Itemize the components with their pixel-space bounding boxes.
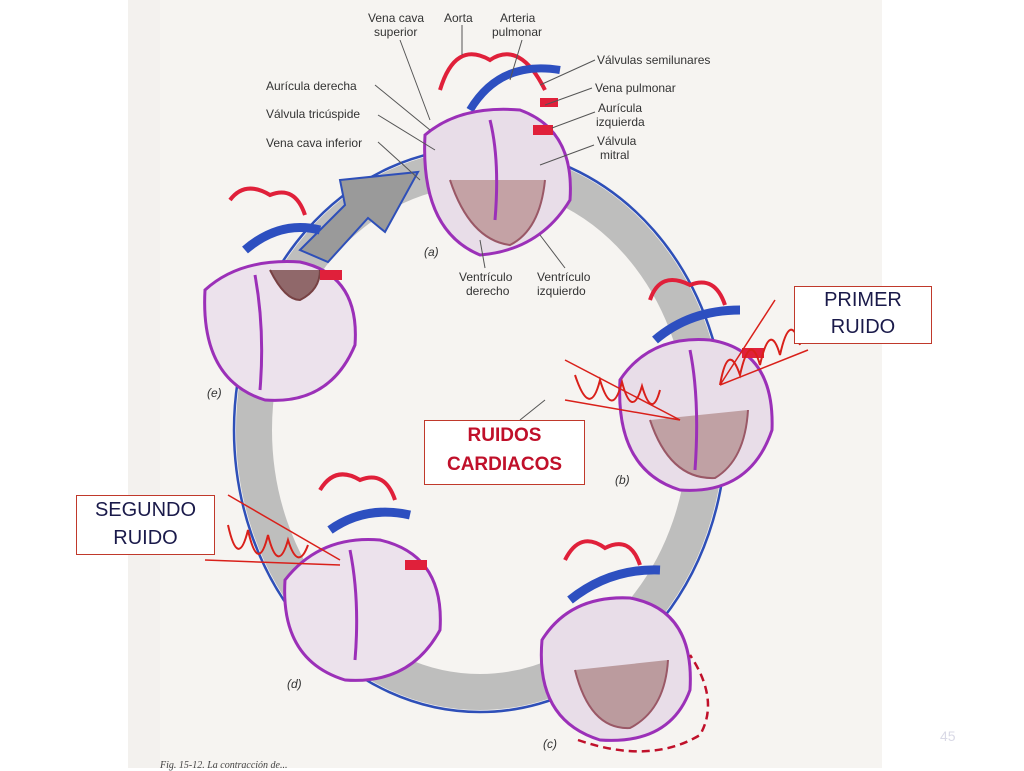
label-valvulas-semilunares: Válvulas semilunares [597, 53, 710, 67]
label-aorta: Aorta [444, 11, 473, 25]
ruidos-cardiacos-line-1: RUIDOS [467, 425, 542, 446]
primer-ruido-line-1: PRIMER [824, 289, 902, 311]
segundo-ruido-line-1: SEGUNDO [94, 499, 197, 521]
label-valvula-mitral-2: mitral [600, 148, 629, 162]
ruidos-cardiacos-callout: RUIDOS CARDIACOS [424, 420, 585, 485]
heart-c [539, 539, 710, 753]
second-sound-wave [204, 494, 341, 566]
label-arteria-pulmonar-2: pulmonar [492, 25, 542, 39]
slide-number: 45 [940, 728, 956, 744]
label-vena-cava-inferior: Vena cava inferior [266, 136, 362, 150]
label-ventriculo-derecho-1: Ventrículo [459, 270, 513, 284]
heart-d [283, 472, 442, 682]
figure-caption: Fig. 15-12. La contracción de... [160, 760, 288, 771]
leader-lines [374, 25, 596, 421]
heart-a [423, 52, 572, 257]
heart-b [618, 278, 774, 492]
primer-ruido-callout: PRIMER RUIDO [794, 286, 932, 344]
label-vena-cava-superior-2: superior [374, 25, 417, 39]
label-ventriculo-izquierdo-2: izquierdo [537, 284, 586, 298]
ruidos-cardiacos-line-2: CARDIACOS [446, 454, 563, 475]
label-vena-pulmonar: Vena pulmonar [595, 81, 676, 95]
stage-label-e: (e) [207, 386, 222, 400]
label-auricula-derecha: Aurícula derecha [266, 79, 357, 93]
stage-label-b: (b) [615, 473, 630, 487]
stage-label-d: (d) [287, 677, 302, 691]
segundo-ruido-callout: SEGUNDO RUIDO [76, 495, 215, 555]
label-valvula-tricuspide: Válvula tricúspide [266, 107, 360, 121]
label-valvula-mitral-1: Válvula [597, 134, 637, 148]
label-auricula-izquierda-2: izquierda [596, 115, 645, 129]
primer-ruido-line-2: RUIDO [830, 316, 896, 338]
label-auricula-izquierda-1: Aurícula [598, 101, 642, 115]
stage-label-a: (a) [424, 245, 439, 259]
heart-e [203, 186, 357, 402]
label-ventriculo-izquierdo-1: Ventrículo [537, 270, 591, 284]
label-vena-cava-superior-1: Vena cava [368, 11, 424, 25]
label-arteria-pulmonar-1: Arteria [500, 11, 536, 25]
first-sound-wave [564, 299, 809, 421]
label-ventriculo-derecho-2: derecho [466, 284, 510, 298]
stage-label-c: (c) [543, 737, 557, 751]
cycle-arrow [298, 170, 420, 264]
segundo-ruido-line-2: RUIDO [113, 527, 178, 549]
